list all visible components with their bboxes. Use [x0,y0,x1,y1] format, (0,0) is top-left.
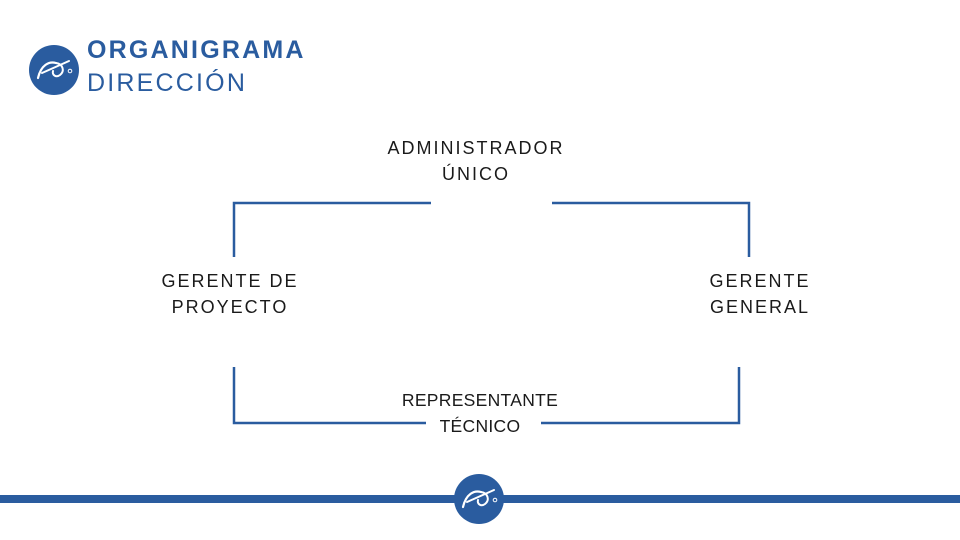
page-title: ORGANIGRAMA DIRECCIÓN [87,34,306,100]
connector-bottom-right [541,367,741,425]
node-label-line-1: REPRESENTANTE [401,390,559,410]
node-label-line-2: ÚNICO [442,164,510,184]
node-label-line-1: GERENTE DE [161,271,299,291]
company-logo-icon [29,45,79,95]
node-label-line-2: PROYECTO [171,297,289,317]
title-line-1: ORGANIGRAMA [87,36,306,64]
node-administrador-unico: ADMINISTRADOR ÚNICO [326,135,626,187]
node-label-line-2: TÉCNICO [439,416,521,436]
title-line-2: DIRECCIÓN [87,69,248,97]
node-gerente-de-proyecto: GERENTE DE PROYECTO [130,268,330,320]
connector-bottom-left [232,367,426,425]
connector-top-left [232,201,431,257]
node-label-line-1: GERENTE [709,271,811,291]
node-label-line-2: GENERAL [709,297,811,317]
node-label-line-1: ADMINISTRADOR [387,138,565,158]
node-gerente-general: GERENTE GENERAL [660,268,860,320]
node-representante-tecnico: REPRESENTANTE TÉCNICO [340,387,620,439]
connector-top-right [552,201,751,257]
company-logo-icon [454,474,504,524]
